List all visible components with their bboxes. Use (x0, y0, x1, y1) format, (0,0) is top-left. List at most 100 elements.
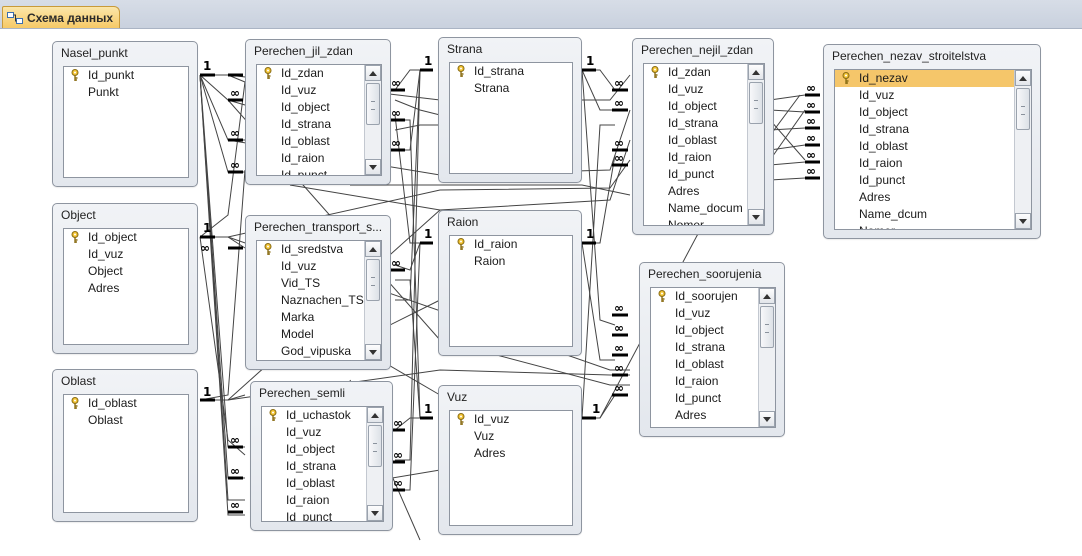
scrollbar-thumb[interactable] (749, 82, 763, 124)
scroll-down-button[interactable] (367, 505, 383, 521)
field-row[interactable]: Id_vuz (257, 82, 381, 99)
field-row[interactable]: Id_raion (257, 150, 381, 167)
field-row[interactable]: Adres (644, 183, 764, 200)
field-row[interactable]: Id_object (651, 322, 775, 339)
field-row[interactable]: Id_vuz (262, 424, 383, 441)
scroll-up-button[interactable] (365, 241, 381, 257)
field-row[interactable]: Id_punct (262, 509, 383, 521)
field-row[interactable]: Id_oblast (64, 395, 188, 412)
scroll-down-button[interactable] (1015, 213, 1031, 229)
scrollbar-thumb[interactable] (366, 259, 380, 301)
field-row[interactable]: Marka (257, 309, 381, 326)
field-row[interactable]: Punkt (64, 84, 188, 101)
field-row[interactable]: Id_oblast (644, 132, 764, 149)
field-row[interactable]: Vid_TS (257, 275, 381, 292)
vertical-scrollbar[interactable] (1014, 70, 1031, 229)
field-row[interactable]: Id_object (257, 99, 381, 116)
field-row[interactable]: Nomer (835, 223, 1031, 229)
field-row[interactable]: Id_strana (262, 458, 383, 475)
field-row[interactable]: Id_object (262, 441, 383, 458)
field-row[interactable]: Adres (64, 280, 188, 297)
field-row[interactable]: Object (64, 263, 188, 280)
table-title[interactable]: Nasel_punkt (61, 46, 128, 60)
field-row[interactable]: Id_oblast (835, 138, 1031, 155)
scrollbar-thumb[interactable] (368, 425, 382, 467)
field-row[interactable]: Id_oblast (262, 475, 383, 492)
scroll-up-button[interactable] (759, 288, 775, 304)
field-row[interactable]: Id_strana (651, 339, 775, 356)
field-row[interactable]: Raion (450, 253, 572, 270)
field-row[interactable]: Id_object (835, 104, 1031, 121)
field-row[interactable]: Id_raion (651, 373, 775, 390)
vertical-scrollbar[interactable] (758, 288, 775, 427)
field-row[interactable]: Model (257, 326, 381, 343)
field-row[interactable]: Id_punct (835, 172, 1031, 189)
field-row[interactable]: Id_strana (450, 63, 572, 80)
field-row[interactable]: Id_strana (257, 116, 381, 133)
field-row[interactable]: Strana (450, 80, 572, 97)
field-row[interactable]: Id_soorujen (651, 288, 775, 305)
table-title[interactable]: Raion (447, 215, 479, 229)
field-row[interactable]: Id_punkt (64, 67, 188, 84)
scrollbar-thumb[interactable] (760, 306, 774, 348)
table-title[interactable]: Vuz (447, 390, 468, 404)
field-row[interactable]: Id_punct (651, 390, 775, 407)
field-row[interactable]: Id_vuz (257, 258, 381, 275)
field-row[interactable]: Vuz (450, 428, 572, 445)
field-row[interactable]: Id_object (64, 229, 188, 246)
field-row[interactable]: Nomer (651, 424, 775, 427)
field-row[interactable]: Adres (450, 445, 572, 462)
table-title[interactable]: Oblast (61, 374, 96, 388)
scrollbar-thumb[interactable] (366, 83, 380, 125)
scroll-down-button[interactable] (759, 411, 775, 427)
field-row[interactable]: Id_raion (450, 236, 572, 253)
table-title[interactable]: Strana (447, 42, 483, 56)
field-row[interactable]: Id_strana (835, 121, 1031, 138)
field-row[interactable]: Id_vuz (651, 305, 775, 322)
table-title[interactable]: Perechen_transport_s... (254, 220, 383, 234)
table-title[interactable]: Perechen_nejil_zdan (641, 43, 754, 57)
field-row[interactable]: Id_punct (644, 166, 764, 183)
field-row[interactable]: Nomer (644, 217, 764, 225)
field-row[interactable]: Name_docum (644, 200, 764, 217)
field-row[interactable]: Id_vuz (835, 87, 1031, 104)
field-row[interactable]: Id_uchastok (262, 407, 383, 424)
scroll-up-button[interactable] (748, 64, 764, 80)
field-row[interactable]: Naznachen_TS (257, 292, 381, 309)
scroll-down-button[interactable] (748, 209, 764, 225)
scroll-down-button[interactable] (365, 159, 381, 175)
scrollbar-thumb[interactable] (1016, 88, 1030, 130)
table-title[interactable]: Perechen_jil_zdan (254, 44, 353, 58)
field-row[interactable]: Id_raion (835, 155, 1031, 172)
field-row[interactable]: Id_oblast (651, 356, 775, 373)
field-row[interactable]: Id_raion (644, 149, 764, 166)
table-title[interactable]: Object (61, 208, 96, 222)
tab-schema[interactable]: Схема данных (2, 6, 120, 28)
table-title[interactable]: Perechen_soorujenia (648, 267, 762, 281)
vertical-scrollbar[interactable] (366, 407, 383, 521)
field-row[interactable]: Id_strana (644, 115, 764, 132)
field-row[interactable]: Oblast (64, 412, 188, 429)
field-row[interactable]: Adres (651, 407, 775, 424)
field-row[interactable]: Id_oblast (257, 133, 381, 150)
